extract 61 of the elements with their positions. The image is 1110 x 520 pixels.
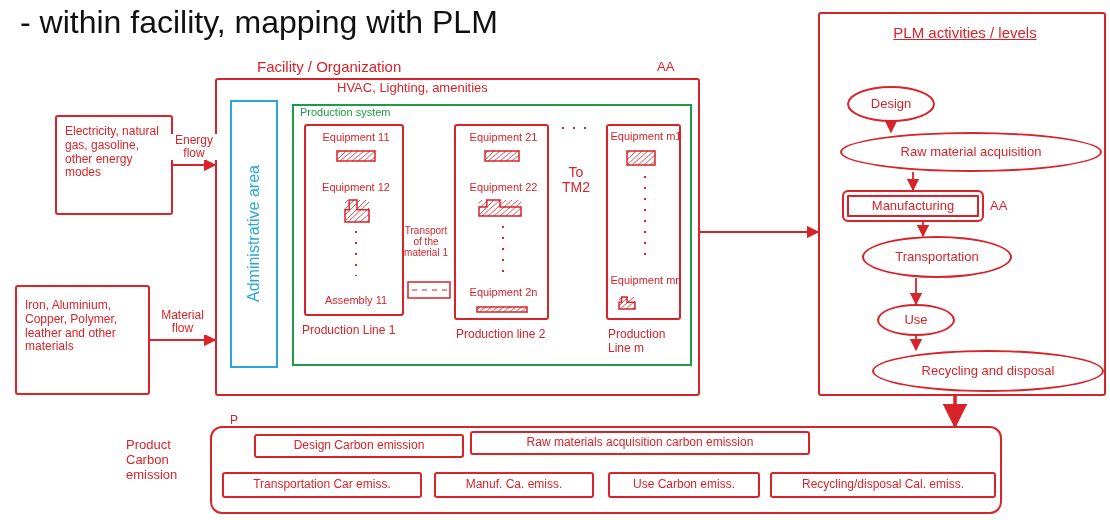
administrative-area-box: [230, 100, 278, 368]
material-source-box: [15, 285, 150, 395]
equipment-label: Equipment 11: [321, 131, 391, 144]
energy-source-box: [55, 115, 173, 215]
box-text: Design: [869, 94, 913, 113]
annotation: Transport of the material 1: [404, 225, 448, 258]
box-text: PLM activities / levels: [892, 24, 1038, 42]
box-text: Recycling/disposal Cal. emiss.: [800, 476, 966, 494]
equipment-label: Equipment 2n: [468, 286, 539, 299]
arrow: [884, 120, 898, 134]
stage-ellipse: [872, 350, 1104, 392]
slide-heading: - within facility, mapping with PLM: [20, 4, 498, 41]
box-text: Raw material acquisition: [899, 142, 1043, 161]
arrow: [699, 225, 820, 239]
box-text: Transportation Car emiss.: [252, 476, 392, 494]
line-label: Production line 2: [456, 328, 547, 342]
equipment-label: Equipment 22: [468, 181, 539, 194]
emission-box: [222, 472, 422, 498]
stage-ellipse: [840, 132, 1102, 172]
stage-ellipse: [847, 86, 935, 122]
heading: Facility / Organization: [257, 58, 403, 76]
box-text: Administrative area: [243, 164, 263, 305]
emission-box: [254, 434, 464, 458]
emission-box: [608, 472, 760, 498]
box-text: Use Carbon emiss.: [631, 476, 736, 494]
box-text: Transportation: [894, 247, 980, 266]
box-text: Manuf. Ca. emiss.: [464, 476, 564, 494]
emission-box: [470, 431, 810, 455]
equipment-label: Assembly 11: [323, 294, 389, 307]
arrow: [909, 335, 923, 352]
box-text: Product Carbon emission: [126, 438, 179, 483]
arrow: [916, 221, 930, 238]
line-label: Production Line m: [608, 328, 667, 356]
production-system-box: [292, 104, 692, 366]
box-text: Iron, Aluminium, Copper, Polymer, leather and other materials: [25, 299, 119, 355]
box-text: Design Carbon emission: [292, 437, 426, 455]
plm-panel: [818, 12, 1106, 396]
side-note: AA: [990, 199, 1009, 214]
box-text: Recycling and disposal: [920, 361, 1056, 380]
edge-label: Energy flow: [169, 134, 219, 161]
equipment-label: Equipment 12: [321, 181, 391, 194]
box-text: Manufacturing: [870, 196, 956, 215]
side-note: AA: [657, 60, 676, 75]
box-text: HVAC, Lighting, amenities: [337, 81, 489, 96]
stage-ellipse: [862, 236, 1012, 278]
arrow: [906, 171, 920, 192]
box-text: Raw materials acquisition carbon emission: [525, 434, 755, 452]
arrow: [149, 333, 217, 347]
arrow: [172, 158, 217, 172]
annotation: To TM2: [561, 165, 591, 196]
line-label: Production Line 1: [302, 324, 397, 338]
box-text: Use: [903, 310, 929, 329]
emission-box: [770, 472, 996, 498]
emission-box: [434, 472, 594, 498]
corner-mark: P: [229, 414, 239, 428]
equipment-label: Equipment 21: [468, 131, 539, 144]
box-text: Production system: [300, 106, 392, 119]
arrow: [942, 396, 968, 429]
stage-ellipse: [877, 304, 955, 336]
box-text: Electricity, natural gas, gasoline, other energy modes: [65, 125, 160, 181]
arrow: [909, 277, 923, 306]
